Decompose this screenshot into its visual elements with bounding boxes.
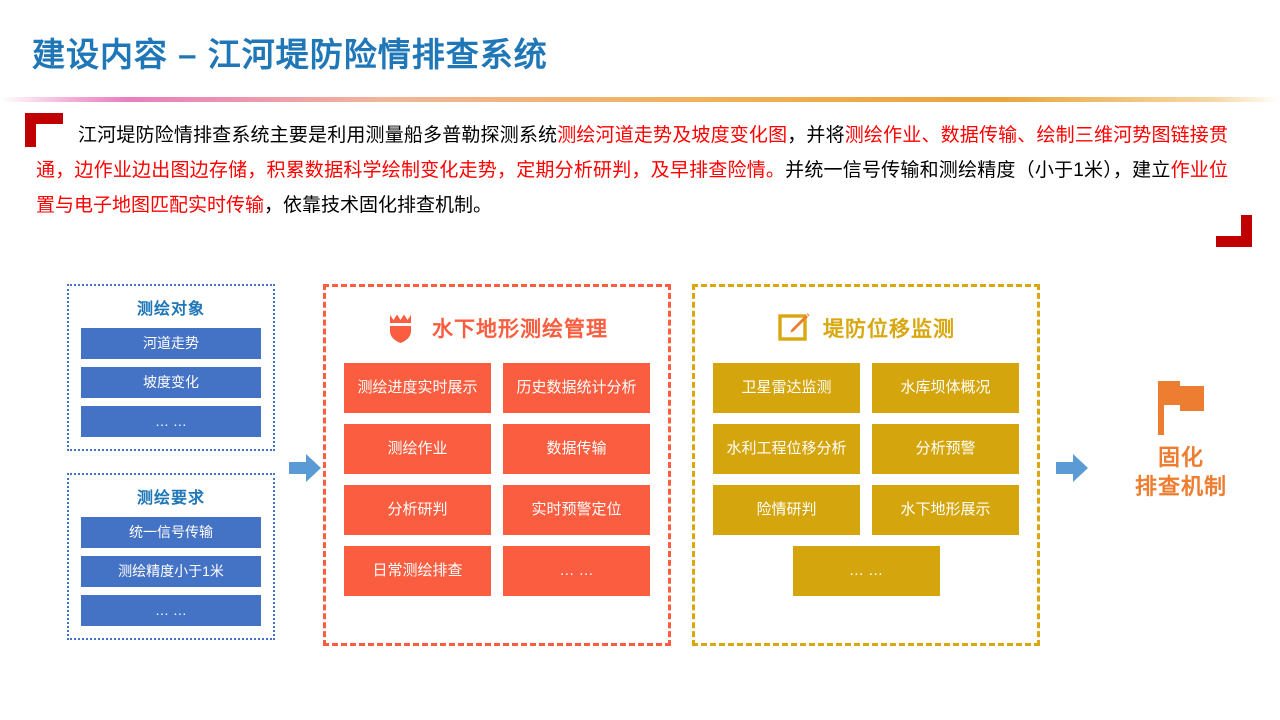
group-survey-requirements-title: 测绘要求: [136, 490, 205, 507]
panel-chip-grid: 测绘进度实时展示 历史数据统计分析 测绘作业 数据传输 分析研判 实时预警定位 …: [344, 363, 650, 596]
feature-chip[interactable]: … …: [792, 546, 940, 596]
title-divider: [0, 97, 1280, 102]
feature-chip[interactable]: 水下地形展示: [872, 485, 1019, 535]
feature-chip[interactable]: 水库坝体概况: [872, 363, 1019, 413]
description-paragraph: 江河堤防险情排查系统主要是利用测量船多普勒探测系统测绘河道走势及坡度变化图，并将…: [36, 118, 1228, 223]
list-item[interactable]: 统一信号传输: [81, 517, 261, 548]
feature-chip[interactable]: 水利工程位移分析: [713, 424, 860, 474]
feature-chip[interactable]: … …: [503, 546, 650, 596]
paragraph-segment-1: 测绘河道走势及坡度变化图: [557, 125, 788, 146]
paragraph-segment-6: ，依靠技术固化排查机制。: [264, 195, 493, 216]
list-item[interactable]: … …: [81, 595, 261, 626]
panel-chip-grid: 卫星雷达监测 水库坝体概况 水利工程位移分析 分析预警 险情研判 水下地形展示 …: [713, 363, 1019, 596]
feature-chip[interactable]: 日常测绘排查: [344, 546, 491, 596]
panel-title: 堤防位移监测: [823, 318, 955, 341]
outcome-label-line2: 排查机制: [1134, 474, 1227, 499]
diagram-area: 测绘对象 河道走势 坡度变化 … … 测绘要求 统一信号传输 测绘精度小于1米 …: [0, 275, 1280, 655]
feature-chip[interactable]: 测绘进度实时展示: [344, 363, 491, 413]
survey-criteria-column: 测绘对象 河道走势 坡度变化 … … 测绘要求 统一信号传输 测绘精度小于1米 …: [67, 284, 275, 640]
page-title: 建设内容 – 江河堤防险情排查系统: [32, 36, 548, 73]
feature-chip[interactable]: 分析研判: [344, 485, 491, 535]
panel-header: 水下地形测绘管理: [344, 299, 650, 357]
panel-title: 水下地形测绘管理: [432, 318, 608, 341]
feature-chip[interactable]: 实时预警定位: [503, 485, 650, 535]
paragraph-segment-2: ，并将: [787, 125, 845, 146]
paragraph-segment-0: 江河堤防险情排查系统主要是利用测量船多普勒探测系统: [78, 125, 558, 146]
corner-bracket-bottom-right-icon: [1216, 215, 1252, 247]
paragraph-segment-5: 作业位置与电子地图匹配实时传输: [36, 160, 1228, 216]
list-item[interactable]: 测绘精度小于1米: [81, 556, 261, 587]
group-survey-objects: 测绘对象 河道走势 坡度变化 … …: [67, 284, 275, 451]
feature-chip[interactable]: 数据传输: [503, 424, 650, 474]
arrow-right-icon: [1055, 451, 1089, 485]
feature-chip[interactable]: 分析预警: [872, 424, 1019, 474]
feature-chip[interactable]: 险情研判: [713, 485, 860, 535]
outcome-label-line1: 固化: [1157, 445, 1204, 470]
list-item[interactable]: 河道走势: [81, 328, 261, 359]
feature-chip[interactable]: 历史数据统计分析: [503, 363, 650, 413]
panel-header: 堤防位移监测: [713, 299, 1019, 357]
feature-chip[interactable]: 卫星雷达监测: [713, 363, 860, 413]
panel-levee-displacement-monitoring: 堤防位移监测 卫星雷达监测 水库坝体概况 水利工程位移分析 分析预警 险情研判 …: [692, 284, 1040, 646]
panel-underwater-terrain-survey: 水下地形测绘管理 测绘进度实时展示 历史数据统计分析 测绘作业 数据传输 分析研…: [323, 284, 671, 646]
paragraph-segment-4: 并统一信号传输和测绘精度（小于1米），建立: [785, 160, 1171, 181]
feature-chip[interactable]: 测绘作业: [344, 424, 491, 474]
corner-bracket-top-left-icon: [25, 113, 63, 147]
pencil-edit-icon: [777, 311, 811, 345]
group-survey-objects-title: 测绘对象: [136, 301, 205, 318]
outcome-block: 固化 排查机制: [1106, 379, 1256, 501]
paragraph-segment-3: 测绘作业、数据传输、绘制三维河势图链接贯通，边作业边出图边存储，积累数据科学绘制…: [36, 125, 1228, 181]
flag-icon: [1150, 379, 1212, 437]
list-item[interactable]: … …: [81, 406, 261, 437]
list-item[interactable]: 坡度变化: [81, 367, 261, 398]
outcome-label: 固化 排查机制: [1106, 443, 1256, 501]
arrow-right-icon: [288, 451, 322, 485]
group-survey-requirements: 测绘要求 统一信号传输 测绘精度小于1米 … …: [67, 473, 275, 640]
shield-icon: [386, 311, 420, 345]
